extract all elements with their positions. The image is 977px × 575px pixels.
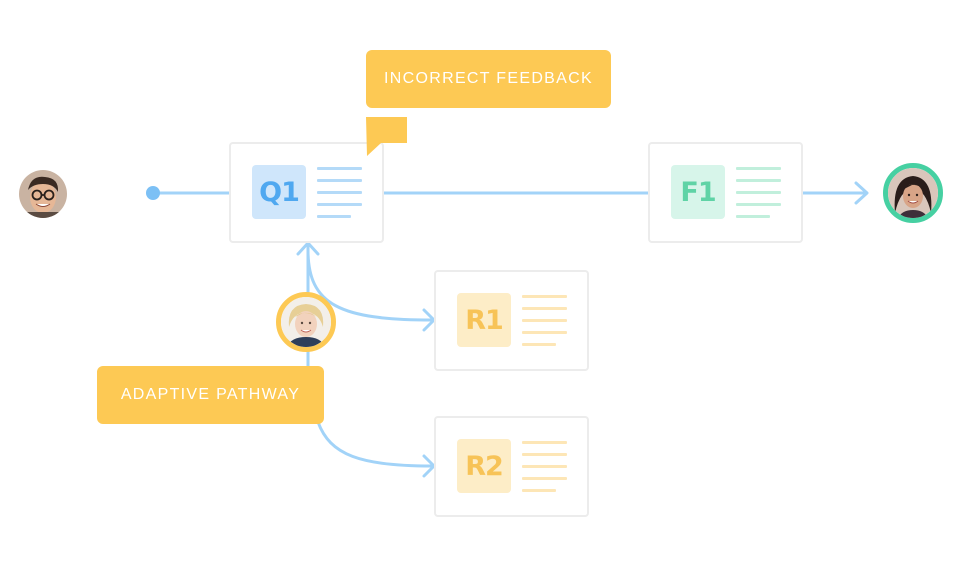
man-with-glasses-icon bbox=[19, 170, 67, 218]
r2-text-lines bbox=[522, 441, 567, 501]
r2-badge: R2 bbox=[457, 439, 511, 493]
remediation-card-r1[interactable]: R1 bbox=[434, 270, 589, 371]
q1-text-lines bbox=[317, 167, 362, 227]
incorrect-feedback-label: INCORRECT FEEDBACK bbox=[384, 70, 593, 87]
woman-instructor-icon bbox=[281, 297, 331, 347]
callout-tail bbox=[366, 117, 407, 156]
learner-start-avatar bbox=[19, 170, 67, 218]
branch-connector-r1 bbox=[306, 248, 434, 322]
branch-connector-r2 bbox=[316, 420, 434, 468]
instructor-avatar bbox=[276, 292, 336, 352]
remediation-card-r2[interactable]: R2 bbox=[434, 416, 589, 517]
r1-badge: R1 bbox=[457, 293, 511, 347]
r2-label: R2 bbox=[465, 450, 504, 482]
arrow-head-q1 bbox=[296, 241, 320, 256]
arrow-head-end bbox=[854, 181, 869, 205]
start-dot bbox=[146, 186, 160, 200]
q1-label: Q1 bbox=[259, 176, 300, 208]
f1-label: F1 bbox=[680, 176, 716, 208]
q1-badge: Q1 bbox=[252, 165, 306, 219]
learner-end-avatar bbox=[883, 163, 943, 223]
feedback-card-f1[interactable]: F1 bbox=[648, 142, 803, 243]
r1-label: R1 bbox=[465, 304, 504, 336]
adaptive-pathway-label: ADAPTIVE PATHWAY bbox=[120, 386, 301, 403]
woman-learner-icon bbox=[888, 168, 938, 218]
incorrect-feedback-callout: INCORRECT FEEDBACK bbox=[366, 50, 611, 108]
adaptive-pathway-callout: ADAPTIVE PATHWAY bbox=[97, 366, 324, 424]
question-card-q1[interactable]: Q1 bbox=[229, 142, 384, 243]
r1-text-lines bbox=[522, 295, 567, 355]
f1-badge: F1 bbox=[671, 165, 725, 219]
f1-text-lines bbox=[736, 167, 781, 227]
